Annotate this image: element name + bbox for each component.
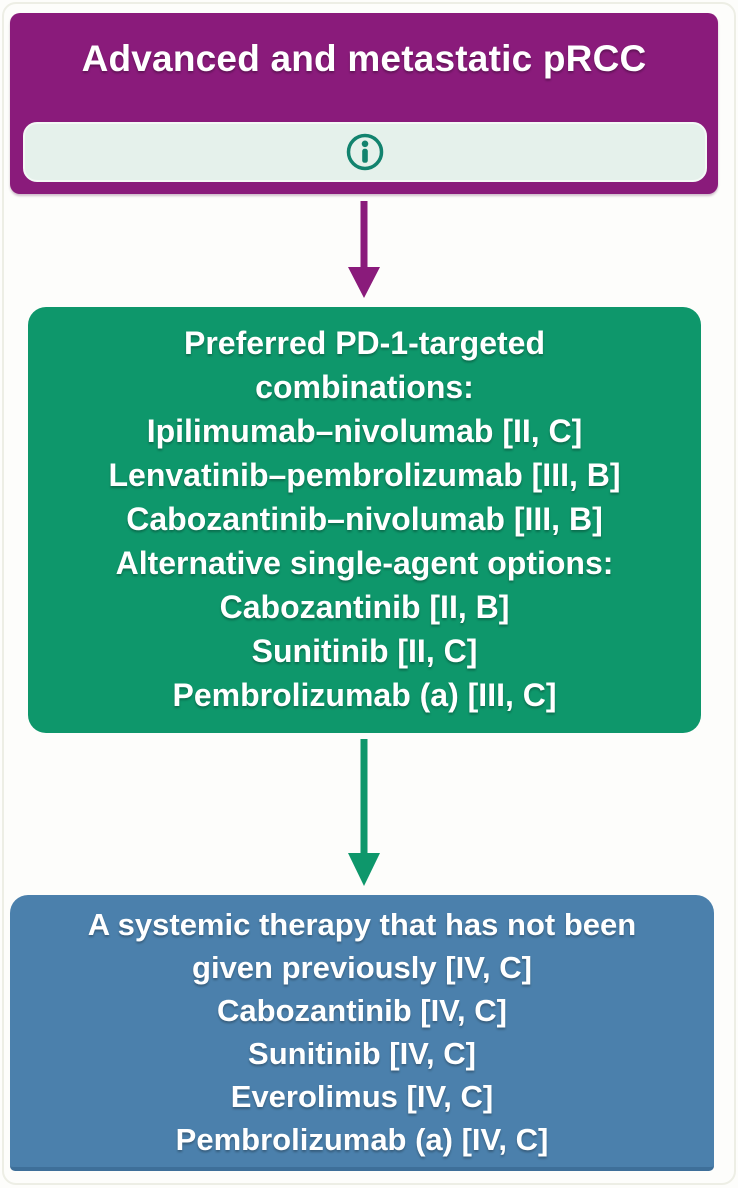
treatment-line: Alternative single-agent options:: [115, 545, 614, 581]
treatment-line: Cabozantinib–nivolumab [III, B]: [126, 501, 603, 537]
info-icon: [346, 133, 384, 171]
info-button[interactable]: [23, 122, 707, 182]
treatment-line: Sunitinib [IV, C]: [248, 1036, 476, 1071]
node-second-line-treatment: A systemic therapy that has not been giv…: [10, 895, 714, 1171]
treatment-line: Lenvatinib–pembrolizumab [III, B]: [108, 457, 621, 493]
treatment-line: Pembrolizumab (a) [III, C]: [172, 677, 557, 713]
treatment-line: A systemic therapy that has not been: [87, 907, 637, 942]
treatment-line: Sunitinib [II, C]: [251, 633, 478, 669]
treatment-line: Preferred PD-1-targeted: [184, 325, 545, 361]
treatment-line: given previously [IV, C]: [192, 950, 532, 985]
treatment-line: Ipilimumab–nivolumab [II, C]: [146, 413, 583, 449]
treatment-line: Cabozantinib [II, B]: [219, 589, 510, 625]
treatment-line: Cabozantinib [IV, C]: [217, 993, 507, 1028]
page-title: Advanced and metastatic pRCC: [81, 38, 647, 79]
treatment-line: Pembrolizumab (a) [IV, C]: [175, 1122, 549, 1157]
arrow-down-icon: [348, 739, 380, 886]
treatment-line: Everolimus [IV, C]: [230, 1079, 494, 1114]
node-advanced-metastatic-prcc: Advanced and metastatic pRCC: [10, 13, 718, 194]
treatment-line: combinations:: [255, 369, 474, 405]
arrow-down-icon: [348, 201, 380, 298]
node-first-line-treatment: Preferred PD-1-targeted combinations: Ip…: [28, 307, 701, 733]
